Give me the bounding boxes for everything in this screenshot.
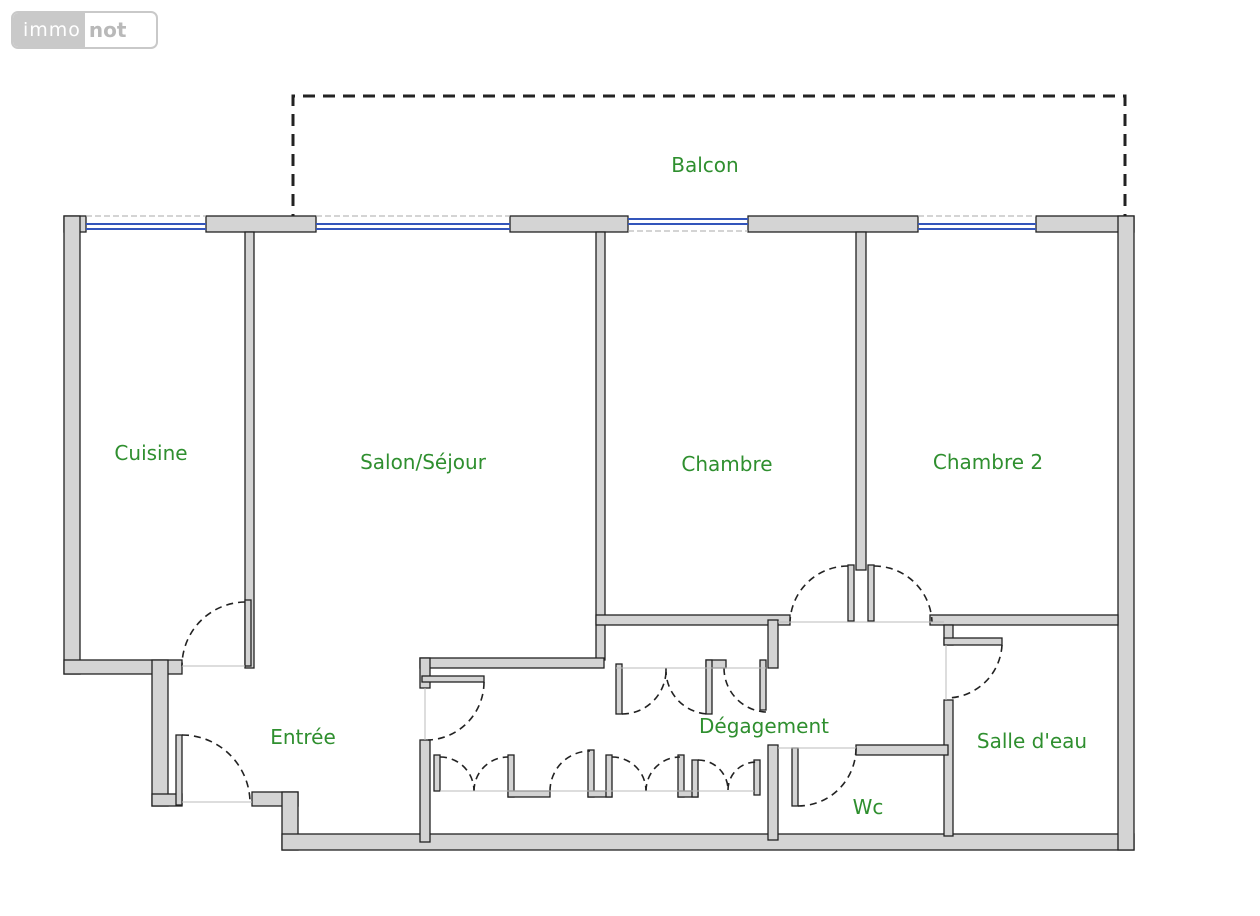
room-label-chambre-2: Chambre 2 bbox=[933, 450, 1043, 474]
room-label-degagement: Dégagement bbox=[699, 714, 829, 738]
logo-text-not: not bbox=[88, 18, 127, 42]
walls bbox=[63, 215, 1135, 851]
windows bbox=[86, 218, 1036, 230]
room-label-wc: Wc bbox=[853, 795, 884, 819]
window-sills bbox=[86, 215, 1036, 232]
thresholds bbox=[182, 621, 947, 803]
room-label-salon-sejour: Salon/Séjour bbox=[360, 450, 487, 474]
door-swings bbox=[181, 565, 1003, 807]
immonot-logo: immo not bbox=[11, 11, 158, 49]
balcony-outline bbox=[291, 94, 1127, 226]
room-label-entree: Entrée bbox=[270, 725, 336, 749]
room-label-chambre: Chambre bbox=[681, 452, 772, 476]
logo-text-immo: immo bbox=[13, 13, 85, 47]
room-label-cuisine: Cuisine bbox=[114, 441, 187, 465]
room-label-balcon: Balcon bbox=[671, 153, 738, 177]
room-label-salle-d-eau: Salle d'eau bbox=[977, 729, 1087, 753]
